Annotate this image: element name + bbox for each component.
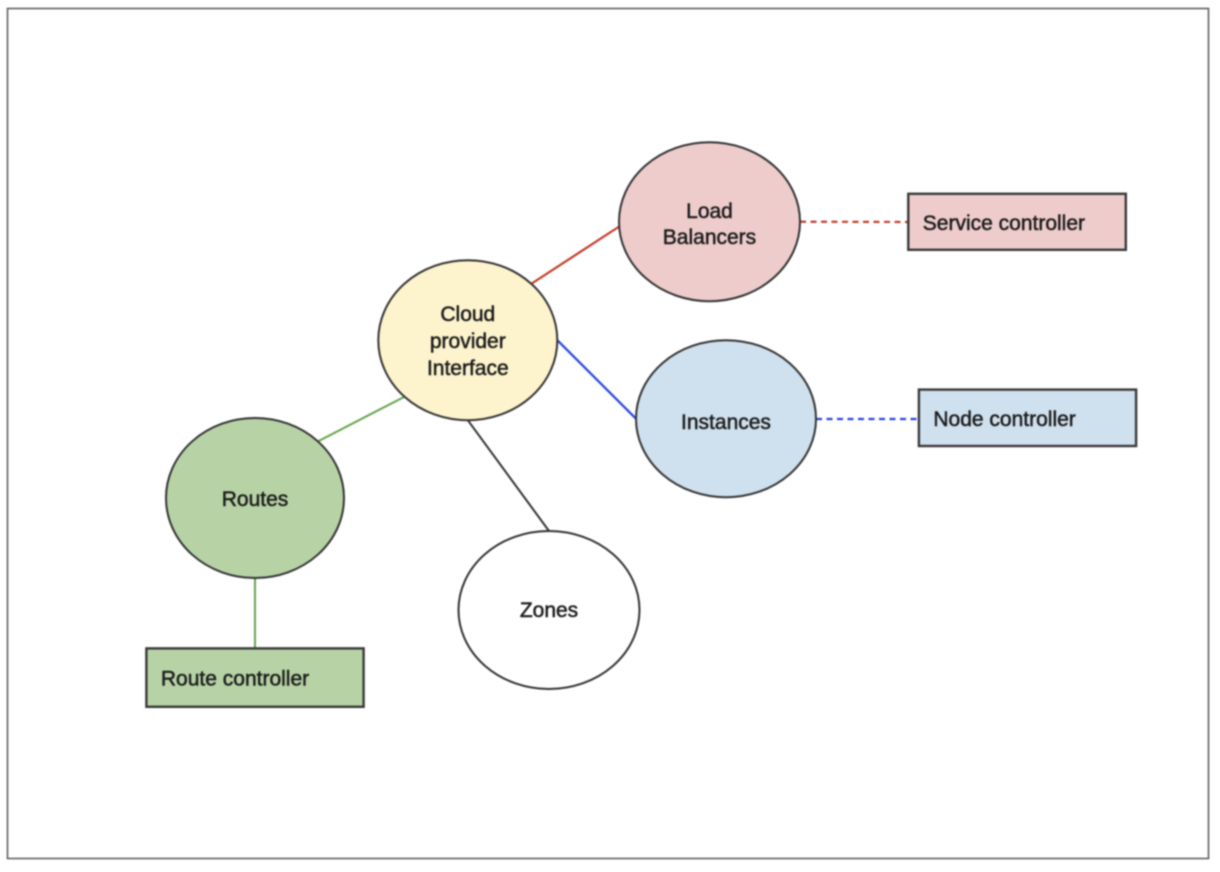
svg-text:Node controller: Node controller (933, 408, 1075, 431)
svg-text:Routes: Routes (222, 488, 289, 511)
svg-text:Cloud: Cloud (440, 303, 495, 326)
svg-text:Interface: Interface (427, 357, 509, 380)
svg-text:Service controller: Service controller (923, 212, 1085, 235)
svg-text:Route controller: Route controller (161, 668, 309, 691)
svg-text:Instances: Instances (681, 411, 771, 434)
svg-text:Balancers: Balancers (663, 226, 756, 249)
svg-text:Zones: Zones (520, 599, 578, 622)
svg-text:provider: provider (430, 330, 506, 353)
svg-text:Load: Load (686, 200, 733, 223)
